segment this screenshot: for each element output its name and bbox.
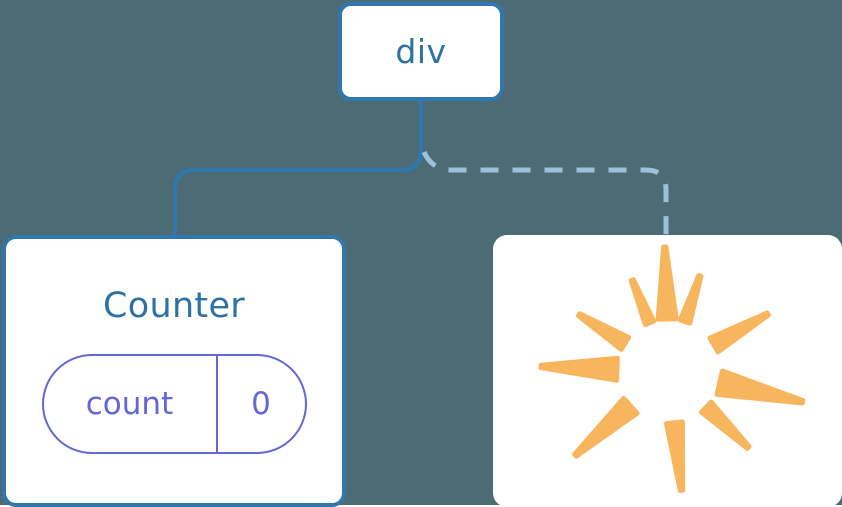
ray-nnw [628,277,657,327]
node-div[interactable]: div [338,2,504,101]
node-new-component[interactable] [493,235,842,507]
edge-div-to-new [421,150,669,237]
state-key-label: count [85,385,174,422]
ray-wnw [576,311,632,352]
ray-s [664,419,686,493]
ray-w [538,355,620,383]
node-div-label: div [395,32,447,71]
ray-nne [677,273,704,326]
ray-sw [572,395,640,459]
ray-ese [699,399,752,451]
edge-div-to-counter [173,99,423,239]
ray-n [655,244,679,322]
sparkle-burst-icon [538,244,806,493]
node-counter-label: Counter [103,286,245,326]
state-value-label: 0 [215,356,305,452]
node-counter[interactable]: Counter count 0 [2,235,346,507]
ray-ene [707,310,771,355]
ray-e [714,368,806,406]
state-pill-count[interactable]: count 0 [41,354,307,454]
